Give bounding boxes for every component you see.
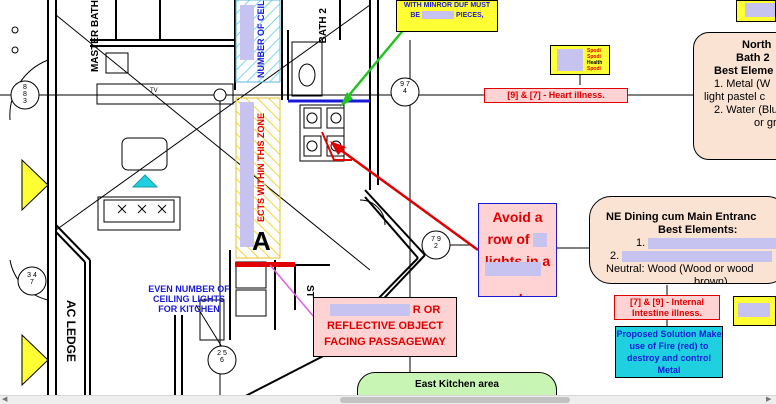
horizontal-scrollbar[interactable]: ◀ ▶ — [0, 395, 776, 404]
node-1 — [213, 88, 227, 102]
red-arrow — [337, 146, 479, 252]
zone-marker-a: A — [252, 226, 271, 256]
stove-2 — [235, 289, 267, 317]
toilet-area — [291, 41, 323, 97]
circle-3 — [421, 230, 451, 260]
redaction — [533, 233, 548, 248]
sink — [199, 299, 225, 341]
redaction — [738, 303, 770, 317]
node-2 — [11, 26, 19, 34]
chair-3 — [303, 135, 322, 157]
yellow-triangle-1 — [21, 158, 49, 212]
scrollbar-thumb[interactable] — [340, 397, 570, 403]
grid-line-diagonal-1 — [55, 14, 371, 271]
red-marker-bar — [235, 262, 295, 267]
ne-dining-box: NE Dining cum Main Entranc Best Elements… — [589, 196, 776, 284]
plate-1 — [306, 112, 318, 124]
sofa-cushions — [103, 199, 175, 223]
plate-3 — [306, 140, 318, 152]
redaction — [422, 11, 455, 19]
dining-table-left — [299, 104, 345, 162]
yellow-triangle-2 — [21, 333, 49, 387]
red-arrow-bend — [321, 131, 352, 161]
note-small-yellow — [733, 296, 776, 326]
chair-1 — [303, 107, 322, 129]
redaction-2 — [240, 102, 254, 247]
note-heart-illness: [9] & [7] - Heart illness. — [484, 88, 628, 103]
circle-4 — [17, 266, 47, 296]
node-3 — [11, 46, 19, 54]
scroll-left-icon[interactable]: ◀ — [2, 396, 8, 403]
room-label-master-bath: MASTER BATH — [90, 0, 101, 73]
note-proposed-solution: Proposed Solution Make use of Fire (red)… — [615, 326, 723, 378]
note-intestine-illness: [7] & [9] - Internal Intestine illness. — [614, 295, 720, 320]
circle-1 — [10, 80, 40, 110]
redaction-1 — [240, 5, 254, 60]
red-arrow-head — [330, 141, 346, 155]
tv-console — [96, 83, 234, 105]
door-swing — [359, 199, 386, 226]
note-top-right-yellow — [736, 0, 776, 22]
room-label-bath-2: BATH 2 — [318, 8, 329, 44]
room-label-st: ST — [304, 285, 315, 298]
vertical-note-zone: ECTS WITHIN THIS ZONE — [256, 113, 266, 222]
walls — [47, 0, 426, 404]
toilet — [298, 63, 316, 87]
scroll-right-icon[interactable]: ▶ — [766, 396, 772, 403]
redaction — [622, 250, 773, 262]
cabinet — [105, 52, 129, 74]
circle-2 — [390, 77, 420, 107]
circle-5 — [207, 345, 237, 375]
coffee-table — [121, 137, 168, 171]
note-reflective-object: R OR REFLECTIVE OBJECT FACING PASSAGEWAY — [313, 297, 457, 357]
green-arrow — [344, 21, 411, 101]
note-spodi: Spodi Spodi Health Spodi — [550, 45, 610, 75]
plate-2 — [330, 112, 342, 124]
redaction — [557, 49, 583, 71]
redaction — [745, 3, 775, 17]
north-bath-box: North Bath 2 Best Eleme 1. Metal (W ligh… — [693, 32, 776, 160]
redaction — [485, 262, 541, 277]
chair-2 — [326, 107, 345, 129]
note-mirror-pieces: WITH MINROR DUF MUST BE PIECES, — [396, 0, 498, 32]
note-avoid-row-of-lights: Avoid a row of lights in a row, here — [478, 203, 557, 297]
sofa — [97, 196, 181, 231]
note-even-ceiling-lights: EVEN NUMBER OF CEILING LIGHTS FOR KITCHE… — [148, 284, 230, 314]
room-label-ac-ledge: AC LEDGE — [64, 300, 78, 363]
green-arrow-head — [340, 92, 353, 107]
redaction — [329, 304, 410, 317]
cyan-triangle — [131, 174, 159, 188]
redaction — [648, 237, 776, 249]
room-label-tv: TV — [150, 88, 158, 94]
vertical-note-ceiling-lights: NUMBER OF CEILING LIGHTS — [256, 0, 266, 78]
